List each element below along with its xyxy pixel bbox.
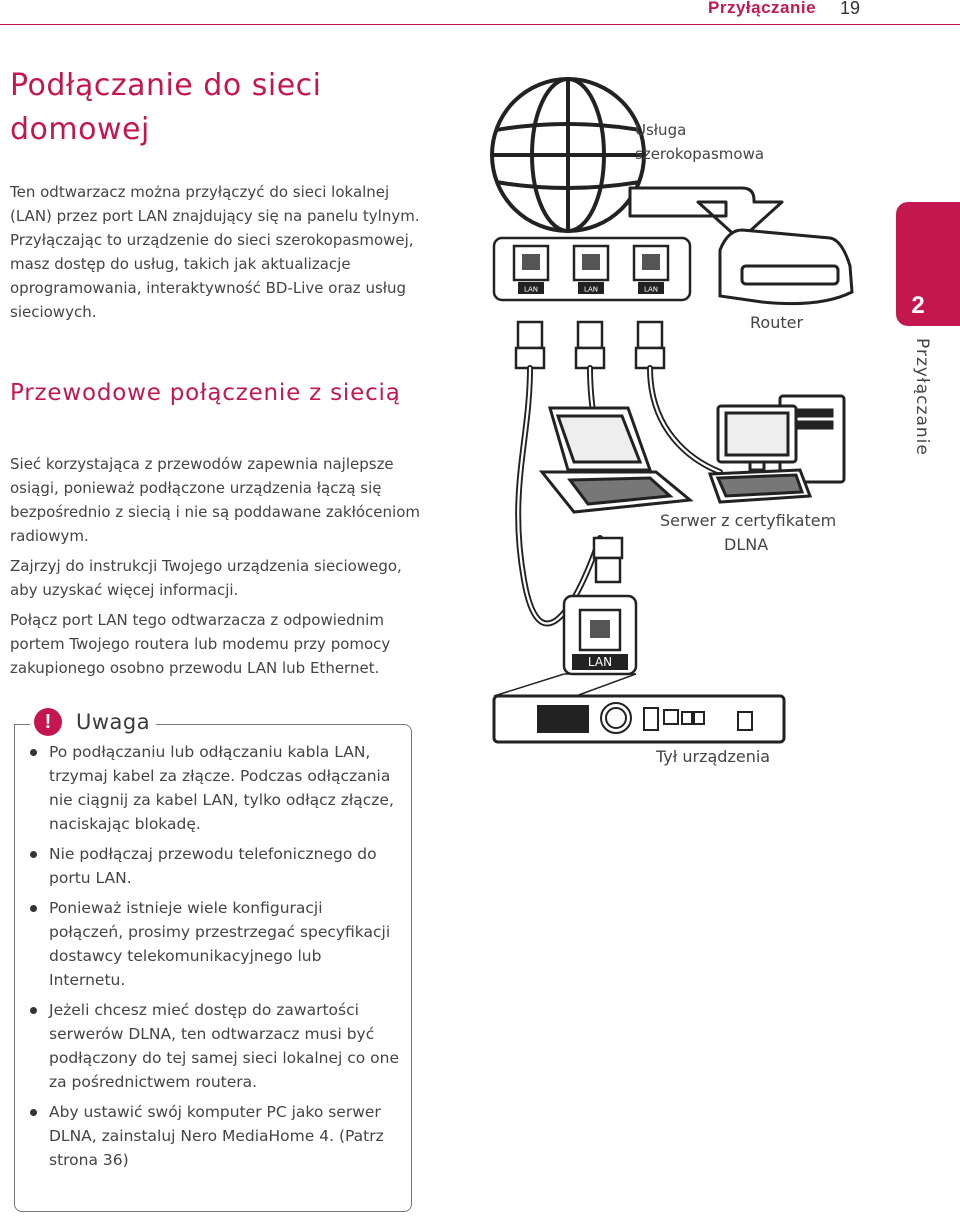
broadband-label-line2: szerokopasmowa [635,145,764,163]
body-paragraph-2: Zajrzyj do instrukcji Twojego urządzenia… [10,557,402,599]
lan-plug-icon [592,536,624,584]
note-list: Po podłączaniu lub odłączaniu kabla LAN,… [28,740,400,1178]
note-item: Nie podłączaj przewodu telefonicznego do… [28,842,400,890]
router-label: Router [750,313,803,332]
page-title: Podłączanie do sieci domowej [10,68,322,147]
device-rear-panel [492,694,786,744]
router-port-label: LAN [584,286,598,294]
lan-plug-icon [514,320,666,370]
broadband-label-line1: Usługa [635,121,686,139]
chapter-number: 2 [911,292,925,319]
zoom-outline [493,673,637,697]
note-box [14,724,412,1212]
desktop-pc-icon [707,394,846,504]
header-section-title: Przyłączanie [708,0,817,17]
intro-paragraph: Ten odtwarzacz można przyłączyć do sieci… [10,183,420,321]
note-header: ! Uwaga [30,708,157,736]
chapter-tab [896,202,960,326]
router-port-label: LAN [644,286,658,294]
device-label: Tył urządzenia [655,747,770,766]
router-icon [718,228,854,306]
network-diagram: Usługa szerokopasmowa Router LAN LAN LAN [490,77,854,766]
device-lan-port-closeup: LAN [562,594,638,676]
note-item: Po podłączaniu lub odłączaniu kabla LAN,… [28,740,400,836]
note-item: Jeżeli chcesz mieć dostęp do zawartości … [28,998,400,1094]
laptop-icon [538,406,694,514]
note-title: Uwaga [76,710,151,734]
exclamation-icon: ! [34,708,62,736]
server-label-line1: Serwer z certyfikatem [660,511,836,530]
header-divider [0,24,960,25]
body-paragraph-1: Sieć korzystająca z przewodów zapewnia n… [10,455,420,545]
note-item: Aby ustawić swój komputer PC jako serwer… [28,1100,400,1172]
router-port-label: LAN [524,286,538,294]
section-subtitle: Przewodowe połączenie z siecią [10,380,401,406]
router-port-panel: LAN LAN LAN [492,236,692,302]
body-paragraph-3: Połącz port LAN tego odtwarzacza z odpow… [10,611,391,677]
chapter-label: Przyłączanie [912,338,932,456]
device-port-label: LAN [588,655,612,669]
page-number: 19 [840,0,861,18]
server-label-line2: DLNA [724,535,768,554]
connection-arrow-icon [628,186,784,242]
globe-icon [490,77,646,233]
note-item: Ponieważ istnieje wiele konfiguracji poł… [28,896,400,992]
